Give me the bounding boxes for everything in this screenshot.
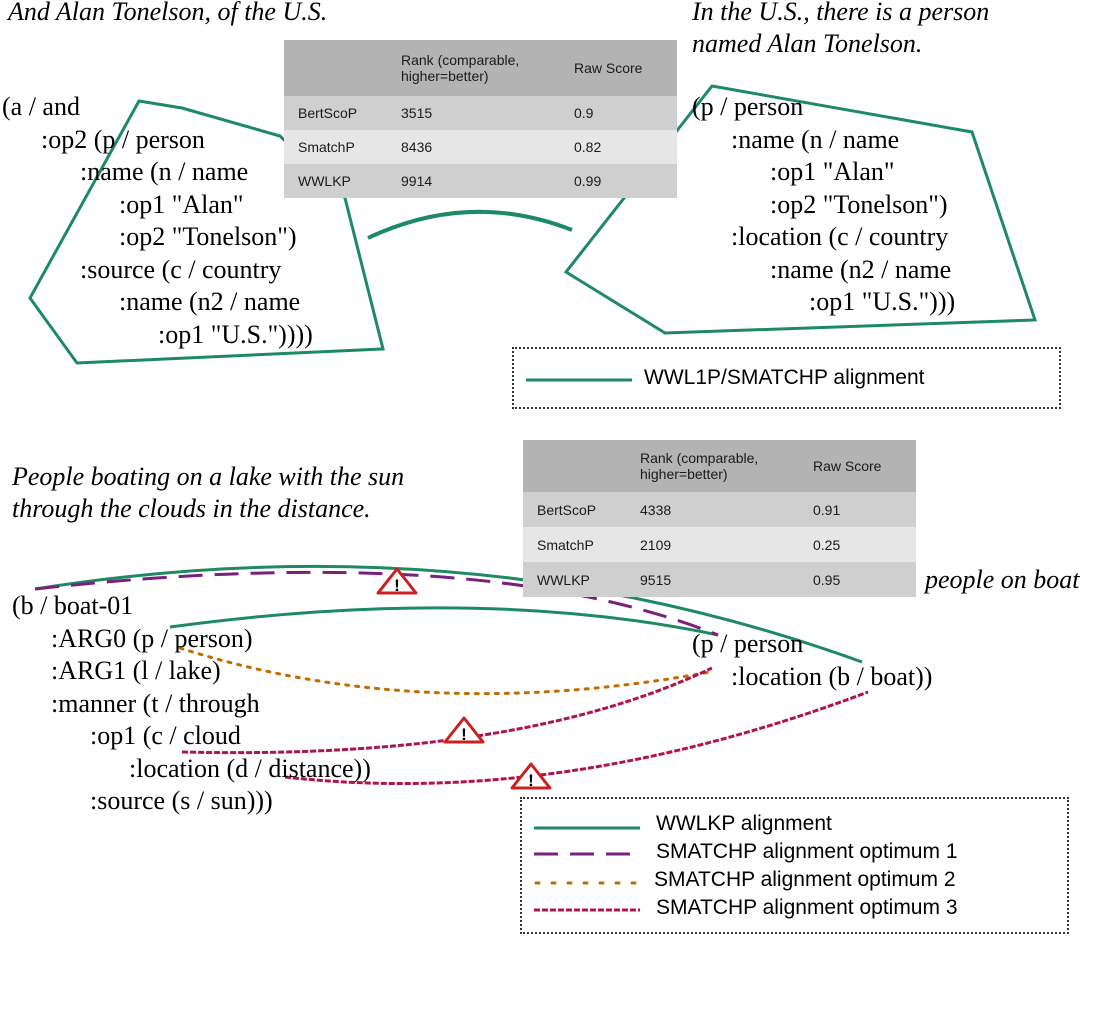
example1-left-amr: (a / and :op2 (p / person :name (n / nam… [2,91,313,351]
amr-line: :source (c / country [2,254,282,284]
table-cell: 0.95 [799,562,916,597]
amr-line: (a / and [2,92,80,121]
table-cell: 2109 [626,527,799,562]
amr-line: :op2 "Tonelson") [2,222,297,251]
amr-line: :op1 "Alan" [692,157,895,186]
amr-line: :name (n / name [2,157,249,186]
caption-line: named Alan Tonelson. [692,29,923,58]
example2-right-caption: people on boat [925,565,1080,594]
amr-line: :source (s / sun))) [12,786,273,815]
table-header: Raw Score [799,440,916,492]
legend-label: WWL1P/SMATCHP alignment [644,366,925,389]
table-row: BertScoP 4338 0.91 [523,492,916,527]
amr-line: :ARG1 (l / lake) [12,656,221,685]
table-cell: SmatchP [523,527,626,562]
legend-swatch-orange [534,881,640,885]
table-cell: 9914 [387,164,560,198]
example1-right-amr: (p / person :name (n / name :op1 "Alan" … [692,91,955,319]
table-cell: 4338 [626,492,799,527]
table-cell: 0.91 [799,492,916,527]
example2-legend: WWLKP alignment SMATCHP alignment optimu… [520,797,1069,934]
table-cell: 3515 [387,96,560,130]
amr-line: :location (b / boat)) [692,661,933,691]
smatchp-opt3-arc-b [284,690,869,786]
left-graph-hull [28,99,385,365]
table-cell: 8436 [387,130,560,164]
svg-text:!: ! [394,576,400,595]
smatchp-opt1-arc [34,570,719,637]
table-header: Rank (comparable, higher=better) [626,440,799,492]
amr-line: :op1 "U.S."))) [692,287,956,316]
example2-right-amr: (p / person :location (b / boat)) [692,628,932,693]
legend-swatch-crimson [534,908,640,912]
smatchp-opt2-arc [178,646,712,696]
amr-line: (p / person [692,92,804,121]
table-cell: BertScoP [523,492,626,527]
table-cell: BertScoP [284,96,387,130]
amr-line: :location (c / country [692,222,949,251]
caption-line: People boating on a lake with the sun [12,462,405,491]
legend-label: SMATCHP alignment optimum 2 [654,868,956,891]
warning-triangle-icon: ! [376,567,418,595]
table-row: SmatchP 8436 0.82 [284,130,677,164]
amr-line: :name (n / name [692,124,900,154]
warning-triangle-icon: ! [510,762,552,790]
table-cell: WWLKP [523,562,626,597]
table-cell: 0.99 [560,164,677,198]
right-graph-hull [563,84,1038,335]
legend-swatch-purple [534,852,640,856]
example1-left-caption: And Alan Tonelson, of the U.S. [8,0,328,26]
legend-swatch-green [526,378,632,382]
table-cell: 9515 [626,562,799,597]
example2-left-caption: People boating on a lake with the sun th… [12,461,404,525]
table-header [284,40,387,96]
table-row: WWLKP 9914 0.99 [284,164,677,198]
example2-score-table: Rank (comparable, higher=better) Raw Sco… [523,440,916,597]
amr-line: :manner (t / through [12,688,260,718]
legend-label: WWLKP alignment [656,812,832,835]
amr-line: :op1 (c / cloud [12,721,241,750]
example2-left-amr: (b / boat-01 :ARG0 (p / person) :ARG1 (l… [12,590,371,818]
example1-legend: WWL1P/SMATCHP alignment [512,347,1061,409]
amr-line: :op1 "Alan" [2,189,244,219]
legend-label: SMATCHP alignment optimum 3 [656,896,958,919]
table-cell: SmatchP [284,130,387,164]
table-header [523,440,626,492]
table-header: Rank (comparable, higher=better) [387,40,560,96]
table-header: Raw Score [560,40,677,96]
table-row: SmatchP 2109 0.25 [523,527,916,562]
table-row: WWLKP 9515 0.95 [523,562,916,597]
amr-line: (p / person [692,629,804,658]
wwlkp-arc-person [169,606,719,637]
table-cell: 0.82 [560,130,677,164]
table-row: BertScoP 3515 0.9 [284,96,677,130]
legend-swatch-green [534,826,640,830]
amr-line: :op2 (p / person [2,124,205,154]
amr-line: :name (n2 / name [692,254,952,284]
amr-line: :location (d / distance)) [12,753,371,783]
smatchp-opt3-arc-a [181,666,713,755]
example1-score-table: Rank (comparable, higher=better) Raw Sco… [284,40,677,198]
legend-label: SMATCHP alignment optimum 1 [656,840,958,863]
amr-line: (b / boat-01 [12,591,134,620]
wwlkp-arc-root [34,564,863,664]
svg-text:!: ! [461,725,467,744]
example1-right-caption: In the U.S., there is a person named Ala… [692,0,989,60]
amr-line: :op2 "Tonelson") [692,189,948,219]
amr-line: :op1 "U.S.")))) [2,319,313,349]
caption-line: In the U.S., there is a person [692,0,990,26]
amr-line: :ARG0 (p / person) [12,623,253,653]
svg-text:!: ! [528,771,534,790]
table-cell: WWLKP [284,164,387,198]
table-cell: 0.9 [560,96,677,130]
amr-line: :name (n2 / name [2,287,301,316]
caption-line: through the clouds in the distance. [12,494,371,523]
warning-triangle-icon: ! [443,716,485,744]
table-cell: 0.25 [799,527,916,562]
hull-alignment-arc [367,209,573,240]
